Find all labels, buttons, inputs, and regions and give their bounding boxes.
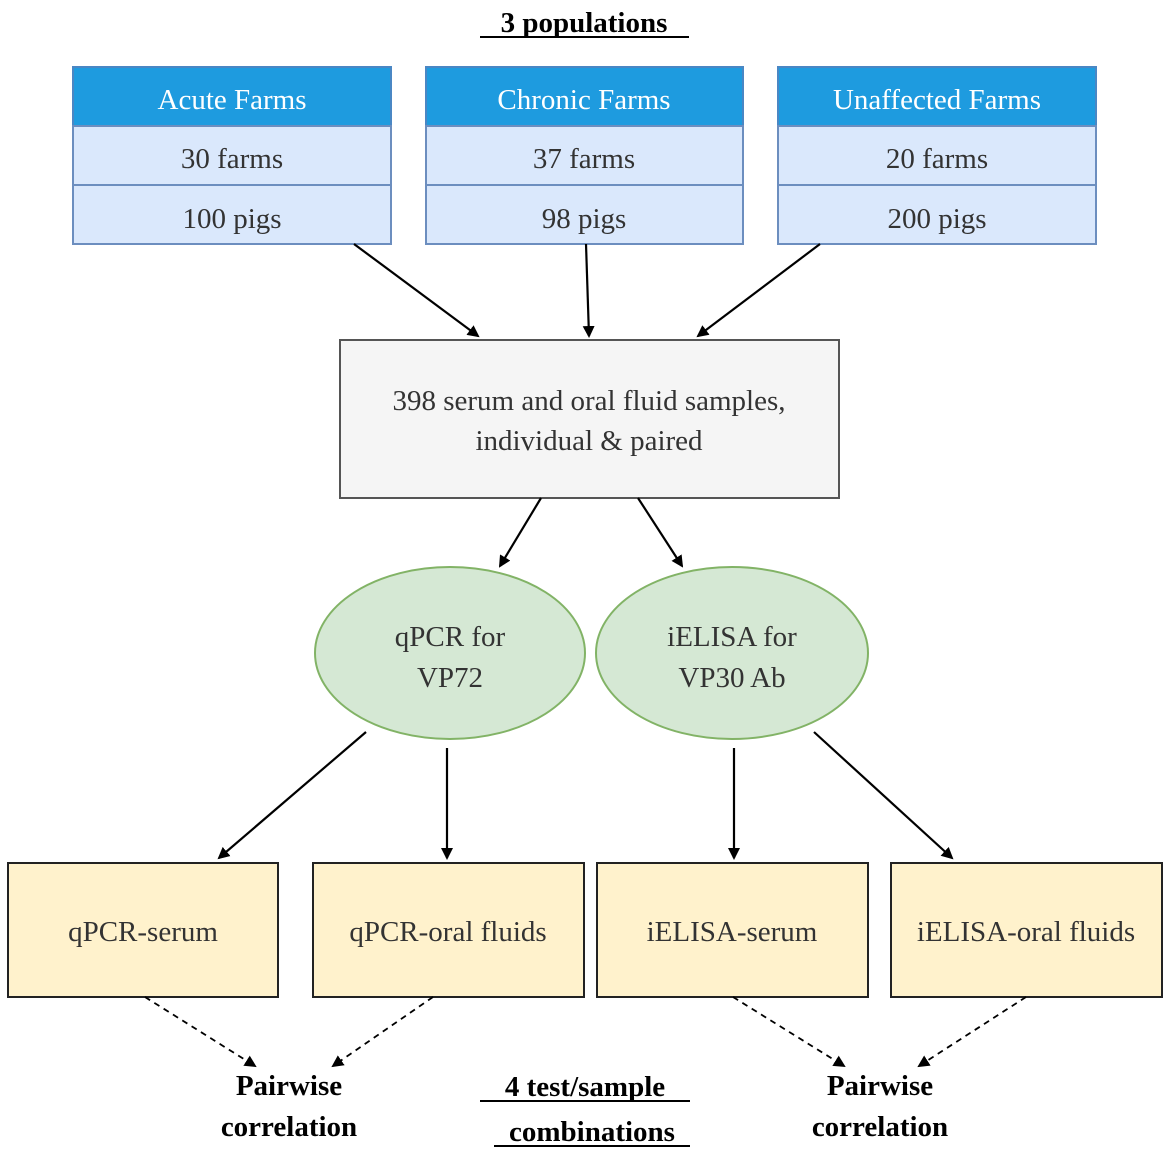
arrow-samples-to-ielisa	[637, 497, 684, 568]
population-unaffected-farms: 20 farms	[886, 143, 988, 175]
population-unaffected-header	[777, 66, 1097, 127]
combo-ielisa-serum-frame	[596, 862, 869, 998]
combo-qpcr-oral-frame	[312, 862, 585, 998]
combo-ielisa-oral-label: iELISA-oral fluids	[917, 916, 1135, 948]
combo-qpcr-serum: qPCR-serum	[7, 862, 279, 998]
dashed-arrow-qpcr-oral-to-correlation	[331, 996, 434, 1068]
test-ielisa: iELISA for VP30 Ab	[595, 566, 869, 740]
combo-ielisa-oral-frame	[890, 862, 1163, 998]
correlation-qpcr-line-1: Pairwise	[236, 1070, 342, 1102]
dashed-arrow-ielisa-oral-to-correlation	[917, 996, 1027, 1068]
test-ielisa-line-1: iELISA for	[667, 621, 797, 653]
combo-qpcr-serum-label: qPCR-serum	[68, 916, 218, 948]
population-chronic-pigs-cell	[425, 184, 744, 245]
arrow-unaffected-to-samples	[696, 243, 821, 338]
arrow-ielisa-to-oral	[813, 731, 954, 860]
correlation-ielisa-line-1: Pairwise	[827, 1070, 933, 1102]
correlation-ielisa: Pairwise correlation	[812, 1070, 948, 1143]
test-qpcr-oval	[314, 566, 586, 740]
samples-line-2: individual & paired	[475, 425, 703, 457]
dashed-arrow-qpcr-serum-to-correlation	[144, 996, 257, 1068]
correlation-ielisa-line-2: correlation	[812, 1111, 948, 1143]
population-acute-name: Acute Farms	[158, 84, 307, 116]
combinations-line-2: combinations	[509, 1116, 675, 1148]
dashed-arrow-ielisa-serum-to-correlation	[732, 996, 846, 1068]
test-qpcr: qPCR for VP72	[314, 566, 586, 740]
population-chronic-pigs: 98 pigs	[542, 203, 627, 235]
population-acute-farms: 30 farms	[181, 143, 283, 175]
correlation-qpcr-line-2: correlation	[221, 1111, 357, 1143]
population-chronic-header	[425, 66, 744, 127]
population-chronic-farms-cell	[425, 125, 744, 186]
population-chronic: Chronic Farms 37 farms 98 pigs	[425, 66, 744, 245]
population-unaffected-pigs-cell	[777, 184, 1097, 245]
arrow-qpcr-to-serum	[217, 731, 367, 860]
combo-qpcr-oral-label: qPCR-oral fluids	[349, 916, 546, 948]
combo-ielisa-oral: iELISA-oral fluids	[890, 862, 1163, 998]
population-unaffected-farms-cell	[777, 125, 1097, 186]
combo-qpcr-oral: qPCR-oral fluids	[312, 862, 585, 998]
population-chronic-farms: 37 farms	[533, 143, 635, 175]
samples-box: 398 serum and oral fluid samples, indivi…	[339, 339, 840, 499]
population-unaffected-pigs: 200 pigs	[887, 203, 986, 235]
correlation-qpcr: Pairwise correlation	[221, 1070, 357, 1143]
arrow-chronic-to-samples	[582, 243, 595, 338]
combinations-line-1: 4 test/sample	[505, 1071, 665, 1103]
test-qpcr-line-1: qPCR for	[395, 621, 506, 653]
population-acute-pigs: 100 pigs	[182, 203, 281, 235]
arrow-acute-to-samples	[353, 243, 480, 338]
test-ielisa-line-2: VP30 Ab	[678, 662, 785, 694]
population-acute-pigs-cell	[72, 184, 392, 245]
combo-qpcr-serum-frame	[7, 862, 279, 998]
population-chronic-name: Chronic Farms	[497, 84, 670, 116]
test-ielisa-oval	[595, 566, 869, 740]
diagram-title: 3 populations	[501, 7, 668, 39]
arrow-samples-to-qpcr	[498, 497, 542, 568]
population-acute: Acute Farms 30 farms 100 pigs	[72, 66, 392, 245]
population-unaffected: Unaffected Farms 20 farms 200 pigs	[777, 66, 1097, 245]
combo-ielisa-serum: iELISA-serum	[596, 862, 869, 998]
population-acute-farms-cell	[72, 125, 392, 186]
samples-box-frame	[339, 339, 840, 499]
samples-line-1: 398 serum and oral fluid samples,	[392, 385, 785, 417]
combinations-label: 4 test/sample combinations	[480, 1071, 690, 1148]
test-qpcr-line-2: VP72	[417, 662, 483, 694]
population-unaffected-name: Unaffected Farms	[833, 84, 1041, 116]
combo-ielisa-serum-label: iELISA-serum	[647, 916, 818, 948]
